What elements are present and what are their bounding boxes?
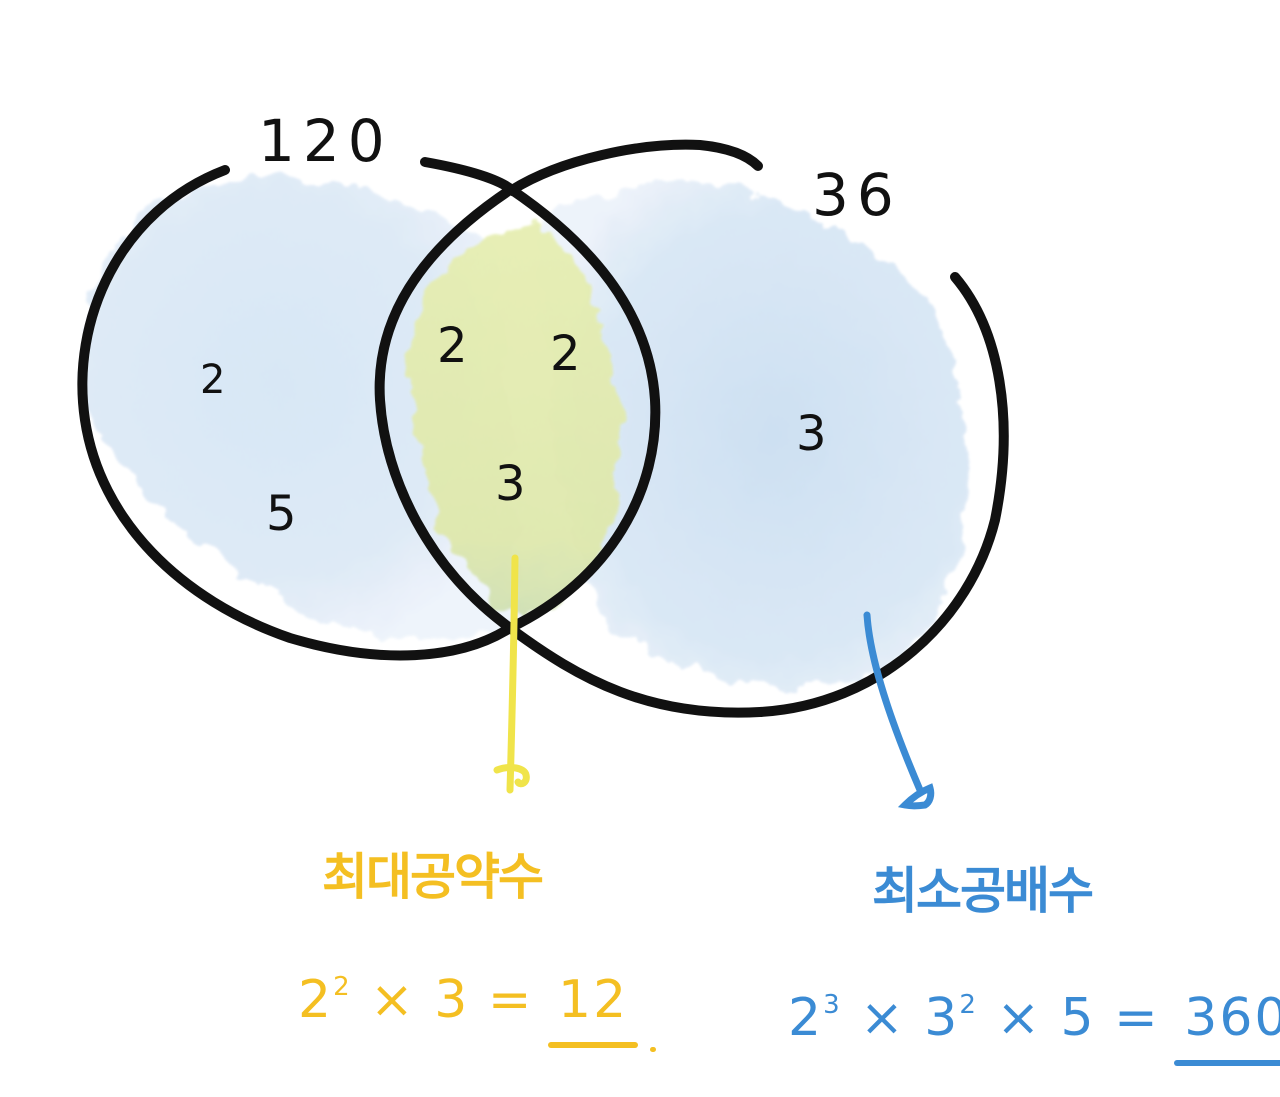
right-circle-outline-top [420, 139, 763, 197]
blue-wash-right [540, 183, 968, 687]
gcd-rest: × 3 = [351, 970, 552, 1030]
intersection-factor: 2 [437, 318, 468, 374]
gcd-arrow [493, 554, 530, 794]
right-set-label: 36 [812, 161, 902, 229]
gcd-answer-value: 12 [557, 970, 629, 1030]
gcd-base: 2 [298, 970, 334, 1030]
intersection-factor: 3 [495, 456, 526, 512]
left-circle-inner-arc [374, 185, 515, 633]
gcd-answer-dot [650, 1047, 657, 1052]
yellow-wash-intersection [410, 227, 620, 620]
gcd-answer: 12 [547, 974, 657, 1052]
lcm-base-2: 3 [924, 988, 960, 1048]
right-circle-inner-arc [505, 185, 661, 633]
lcm-base-1: 2 [788, 988, 824, 1048]
lcm-exponent-1: 3 [823, 989, 842, 1020]
right-only-factor: 3 [796, 406, 827, 462]
lcm-title: 최소공배수 [872, 862, 1094, 920]
lcm-op: × [841, 988, 925, 1048]
lcm-answer: 360 [1174, 992, 1280, 1066]
lcm-exponent-2: 2 [959, 989, 978, 1020]
right-circle-outline-right [505, 272, 1009, 718]
left-circle-outline [77, 165, 515, 661]
lcm-answer-value: 360 [1184, 988, 1280, 1048]
lcm-arrow [863, 611, 935, 810]
intersection-factor: 2 [550, 326, 581, 382]
gcd-formula: 22 × 3 = 12 [298, 971, 657, 1052]
left-set-label: 120 [258, 107, 393, 175]
gcd-answer-underline [547, 1042, 639, 1048]
gcd-exponent: 2 [333, 971, 352, 1002]
gcd-title: 최대공약수 [322, 848, 544, 906]
lcm-formula: 23 × 32 × 5 = 360 [788, 989, 1280, 1066]
lcm-rest: × 5 = [977, 988, 1179, 1048]
left-only-factor: 2 [200, 357, 226, 403]
lcm-answer-underline [1174, 1060, 1280, 1066]
left-only-factor: 5 [266, 486, 297, 542]
